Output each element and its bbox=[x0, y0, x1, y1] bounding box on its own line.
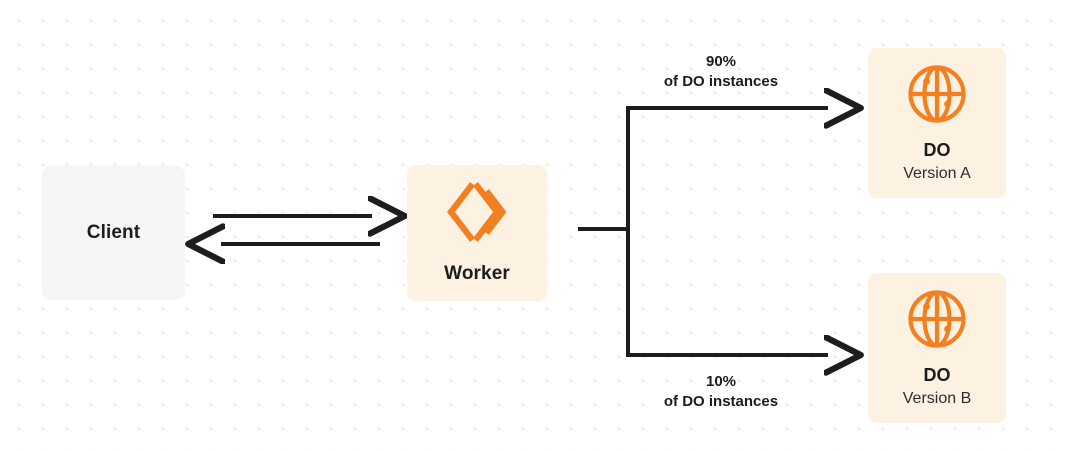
node-do-version-a[interactable]: DO Version A bbox=[868, 48, 1006, 198]
edge-label-do-b: 10% of DO instances bbox=[628, 372, 814, 413]
node-worker-label: Worker bbox=[444, 263, 510, 284]
node-worker[interactable]: Worker bbox=[407, 165, 547, 301]
edge-label-do-b-caption: of DO instances bbox=[663, 393, 779, 411]
node-do-b-sublabel: Version B bbox=[902, 390, 972, 408]
node-client[interactable]: Client bbox=[42, 166, 185, 300]
workers-chevron-icon bbox=[445, 181, 509, 243]
node-do-a-label: DO bbox=[923, 139, 951, 160]
node-client-label: Client bbox=[86, 222, 141, 243]
edge-label-do-a-percent: 90% bbox=[705, 53, 737, 70]
globe-icon bbox=[906, 288, 968, 350]
node-do-a-sublabel: Version A bbox=[903, 165, 971, 183]
edge-branch-trunk bbox=[578, 108, 630, 355]
node-do-b-label: DO bbox=[923, 364, 951, 385]
node-do-version-b[interactable]: DO Version B bbox=[868, 273, 1006, 423]
edge-label-do-a: 90% of DO instances bbox=[628, 52, 814, 93]
globe-icon bbox=[906, 63, 968, 125]
edge-label-do-a-caption: of DO instances bbox=[663, 73, 779, 91]
edge-label-do-b-percent: 10% bbox=[705, 373, 737, 390]
